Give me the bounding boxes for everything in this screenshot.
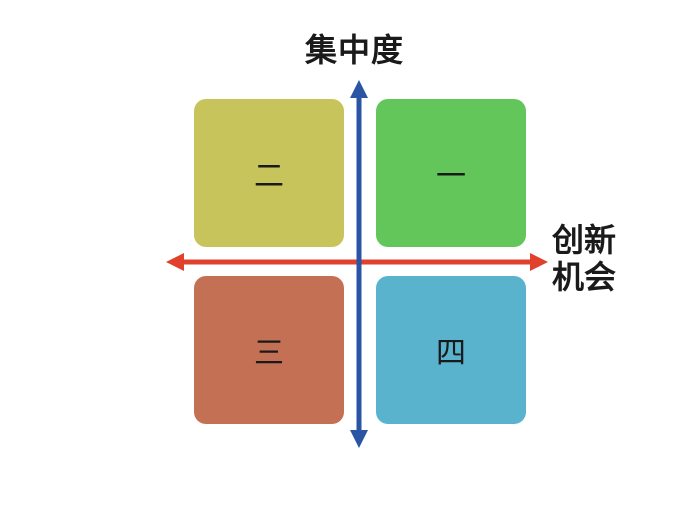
quadrant-four-label: 四 xyxy=(436,336,466,371)
y-axis-bottom-arrowhead xyxy=(350,430,368,448)
x-axis-right-arrowhead xyxy=(530,253,548,271)
quadrant-three-label: 三 xyxy=(254,336,284,371)
quadrant-four: 四 xyxy=(376,276,526,424)
x-axis-left-arrowhead xyxy=(166,253,184,271)
y-axis-top-arrowhead xyxy=(350,80,368,98)
quadrant-three: 三 xyxy=(194,276,344,424)
quadrant-one-label: 一 xyxy=(436,159,466,194)
x-axis-title: 创新 机会 xyxy=(552,221,617,296)
y-axis-title: 集中度 xyxy=(305,31,405,69)
quadrant-two-label: 二 xyxy=(254,159,284,194)
quadrant-one: 一 xyxy=(376,99,526,247)
quadrant-two: 二 xyxy=(194,99,344,247)
